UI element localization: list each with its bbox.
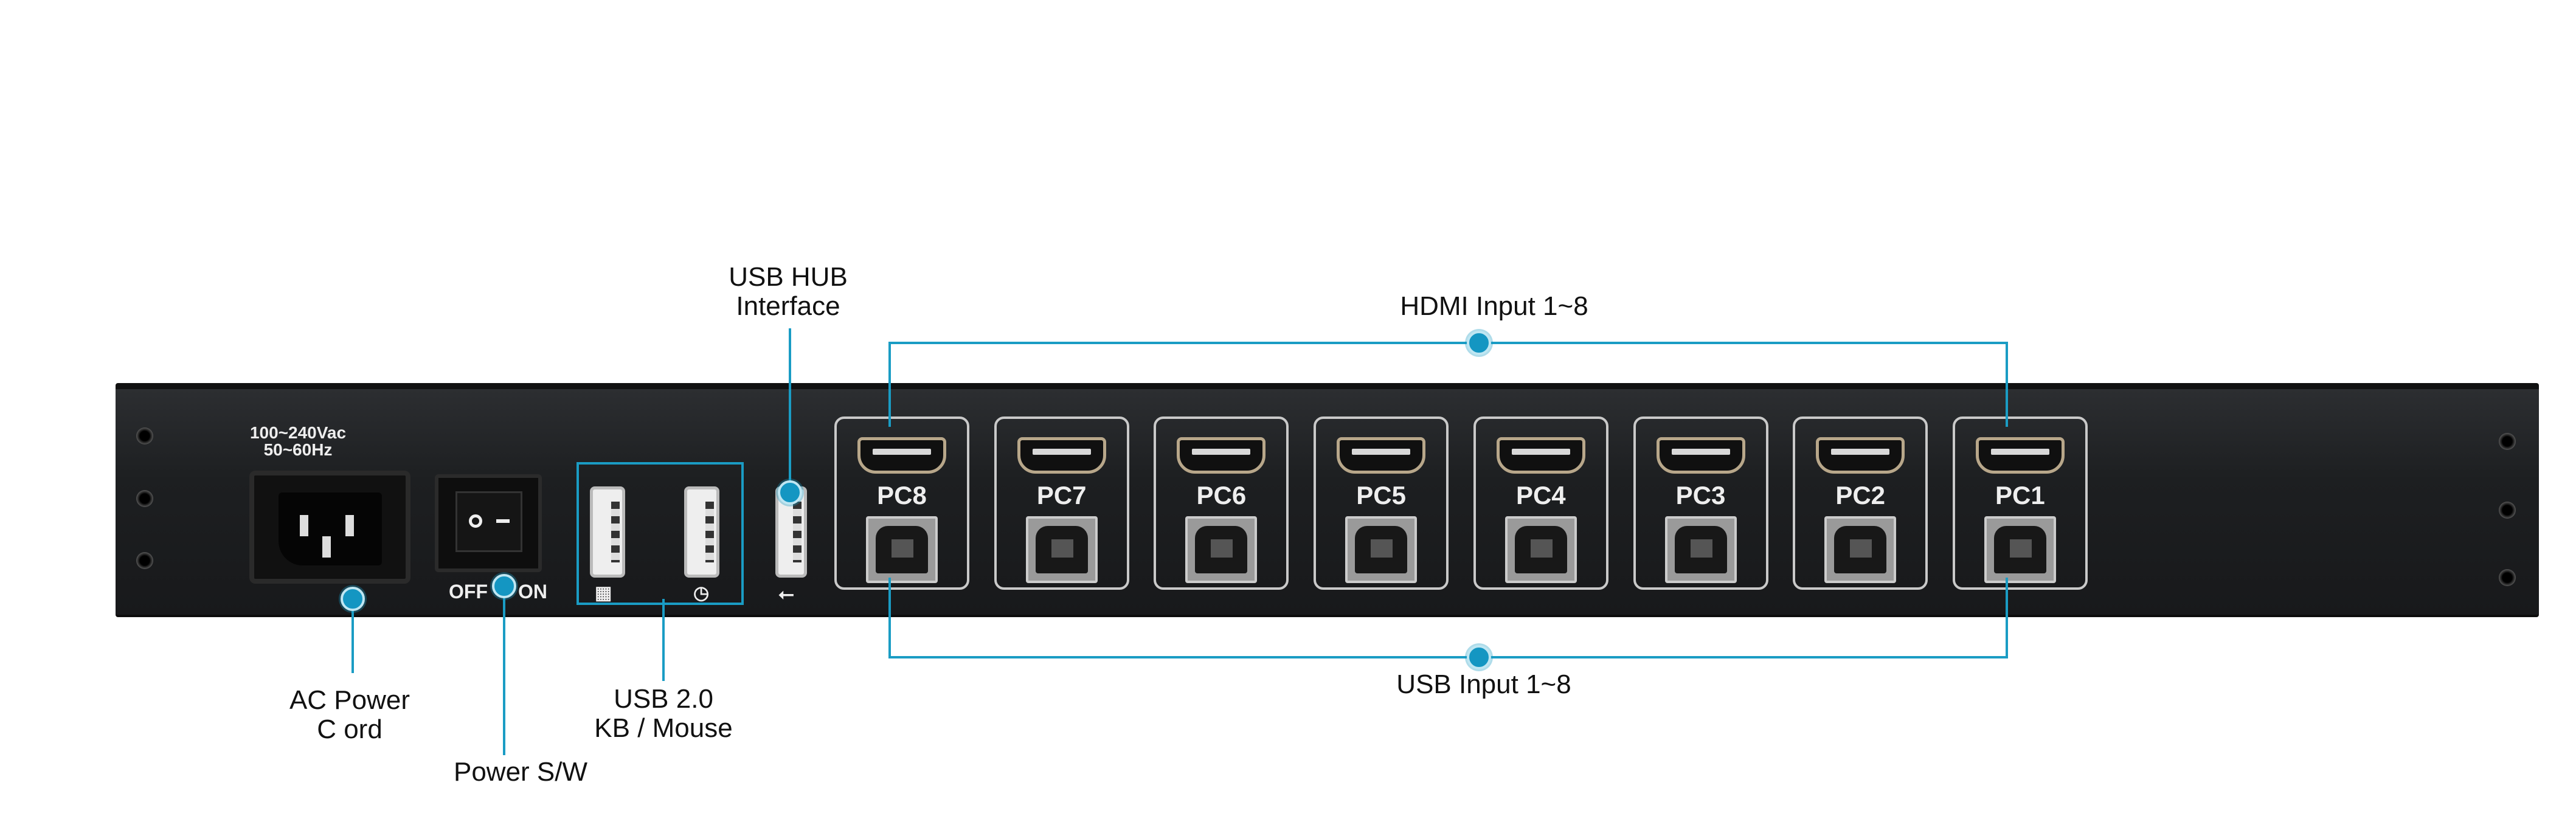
- frequency-text: 50~60Hz: [263, 440, 333, 459]
- usb-b-port[interactable]: [1185, 516, 1258, 583]
- pc-label: PC7: [1036, 481, 1087, 510]
- pc-port-module: PC3: [1633, 416, 1768, 590]
- ac-power-inlet[interactable]: [249, 471, 410, 584]
- usb-mouse-port[interactable]: [684, 486, 719, 578]
- usb-b-port[interactable]: [1664, 516, 1737, 583]
- usb-kbm-callout-line: [662, 599, 665, 681]
- hdmi-port[interactable]: [1017, 437, 1106, 474]
- hdmi-port[interactable]: [1816, 437, 1905, 474]
- hdmi-bracket-left: [888, 342, 891, 427]
- usb-b-port[interactable]: [1345, 516, 1418, 583]
- pc-port-module: PC8: [834, 416, 969, 590]
- usb-input-label: USB Input 1~8: [1396, 669, 1571, 699]
- pc-port-module: PC6: [1154, 416, 1289, 590]
- pc-label: PC5: [1356, 481, 1406, 510]
- pc-label: PC1: [1995, 481, 2045, 510]
- power-sw-callout-line: [503, 586, 505, 755]
- usb-hub-callout-line: [789, 328, 791, 492]
- switch-on-label: ON: [518, 581, 547, 603]
- screw-hole: [136, 490, 153, 507]
- screw-hole: [2499, 433, 2516, 450]
- usb-b-port[interactable]: [1025, 516, 1098, 583]
- pc-port-module: PC1: [1952, 416, 2088, 590]
- hdmi-callout-dot: [1467, 331, 1491, 355]
- hdmi-bracket-line: [888, 342, 2008, 344]
- hdmi-bracket-right: [2006, 342, 2008, 427]
- pc-label: PC6: [1196, 481, 1247, 510]
- screw-hole: [136, 427, 153, 444]
- pc-port-module: PC4: [1473, 416, 1608, 590]
- pc-label: PC8: [877, 481, 927, 510]
- usb-keyboard-port[interactable]: [590, 486, 625, 578]
- screw-hole: [136, 552, 153, 569]
- screw-hole: [2499, 569, 2516, 586]
- usb-hub-callout-dot: [778, 480, 802, 505]
- hdmi-port[interactable]: [1975, 437, 2065, 474]
- usb-kbm-group: [576, 462, 744, 605]
- usb-symbol-icon: ⭠: [778, 582, 794, 604]
- usb-bracket-right: [2006, 578, 2008, 658]
- usb-b-port[interactable]: [866, 516, 938, 583]
- power-switch[interactable]: [435, 474, 542, 572]
- usb-b-port[interactable]: [1984, 516, 2056, 583]
- hdmi-port[interactable]: [1337, 437, 1426, 474]
- pc-port-module: PC7: [994, 416, 1129, 590]
- pc-label: PC4: [1515, 481, 1566, 510]
- pc-label: PC2: [1835, 481, 1886, 510]
- hdmi-input-label: HDMI Input 1~8: [1400, 291, 1588, 321]
- usb-b-port[interactable]: [1824, 516, 1897, 583]
- hdmi-port[interactable]: [1656, 437, 1745, 474]
- hdmi-port[interactable]: [857, 437, 946, 474]
- usb-bracket-left: [888, 578, 891, 658]
- pc-port-module: PC5: [1314, 416, 1449, 590]
- hdmi-port[interactable]: [1177, 437, 1266, 474]
- pc-port-module: PC2: [1793, 416, 1928, 590]
- power-sw-callout-dot: [492, 574, 516, 598]
- mouse-icon: ◷: [693, 583, 710, 603]
- kvm-rear-panel: 100~240Vac 50~60Hz OFF ON ▦ ◷ ⭠ PC8 PC7 PC…: [116, 383, 2539, 617]
- power-sw-label: Power S/W: [453, 757, 588, 787]
- usb-bracket-line: [888, 656, 2008, 658]
- ac-callout-dot: [341, 587, 365, 611]
- switch-off-label: OFF: [449, 581, 488, 603]
- usb-callout-dot: [1467, 645, 1491, 669]
- pc-label: PC3: [1675, 481, 1726, 510]
- voltage-text: 100~240Vac: [249, 423, 347, 442]
- screw-hole: [2499, 502, 2516, 519]
- hdmi-port[interactable]: [1496, 437, 1585, 474]
- power-rating: 100~240Vac 50~60Hz: [250, 424, 346, 458]
- ac-callout-line: [351, 599, 354, 673]
- keyboard-icon: ▦: [595, 583, 612, 603]
- usb-b-port[interactable]: [1504, 516, 1577, 583]
